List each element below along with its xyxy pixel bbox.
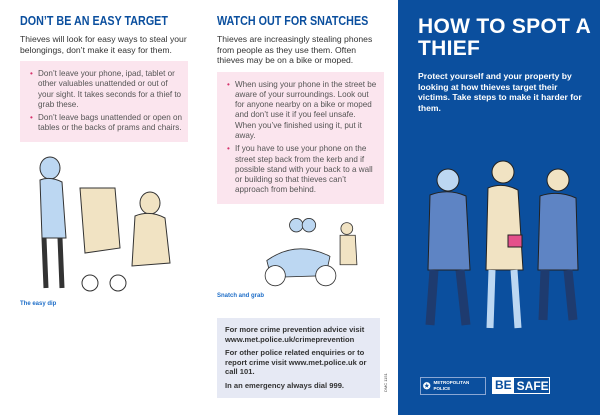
tip: Don’t leave your phone, ipad, tablet or … [30, 69, 182, 110]
panel-easy-target: DON’T BE AN EASY TARGET Thieves will loo… [0, 0, 200, 415]
thieves-illustration [425, 160, 579, 329]
contact-enquiries: For other police related enquiries or to… [225, 348, 367, 376]
moped-illustration [264, 217, 358, 286]
cover-subtitle: Protect yourself and your property by lo… [418, 71, 582, 113]
met-police-logo: ✪ METROPOLITAN POLICE [420, 377, 486, 395]
caption: The easy dip [20, 300, 57, 307]
logo-met-text: METROPOLITAN POLICE [433, 380, 470, 391]
crest-icon: ✪ [423, 381, 431, 391]
tip: When using your phone in the street be a… [227, 80, 378, 142]
cover-panel: HOW TO SPOT A THIEF Protect yourself and… [398, 0, 600, 415]
intro-text: Thieves are increasingly stealing phones… [217, 34, 373, 65]
document-code: DMC 1151 [383, 373, 388, 392]
cover-title: HOW TO SPOT A THIEF [418, 15, 591, 60]
contact-advice: For more crime prevention advice visit w… [225, 325, 365, 344]
logo-safe: SAFE [516, 378, 549, 393]
be-safe-logo: BE SAFE [492, 377, 550, 394]
tip: If you have to use your phone on the str… [227, 144, 378, 195]
caption: Snatch and grab [217, 292, 265, 299]
contact-emergency: In an emergency always dial 999. [225, 380, 345, 390]
tips-box: When using your phone in the street be a… [217, 71, 384, 204]
pram-illustration [39, 156, 171, 292]
contact-box: For more crime prevention advice visit w… [217, 318, 380, 398]
intro-text: Thieves will look for easy ways to steal… [20, 34, 187, 55]
tip: Don’t leave bags unattended or open on t… [30, 113, 182, 134]
heading: WATCH OUT FOR SNATCHES [217, 14, 369, 28]
heading: DON’T BE AN EASY TARGET [20, 14, 168, 28]
tips-box: Don’t leave your phone, ipad, tablet or … [20, 61, 188, 142]
panel-snatches: WATCH OUT FOR SNATCHES Thieves are incre… [200, 0, 398, 415]
logo-be: BE [493, 378, 514, 393]
